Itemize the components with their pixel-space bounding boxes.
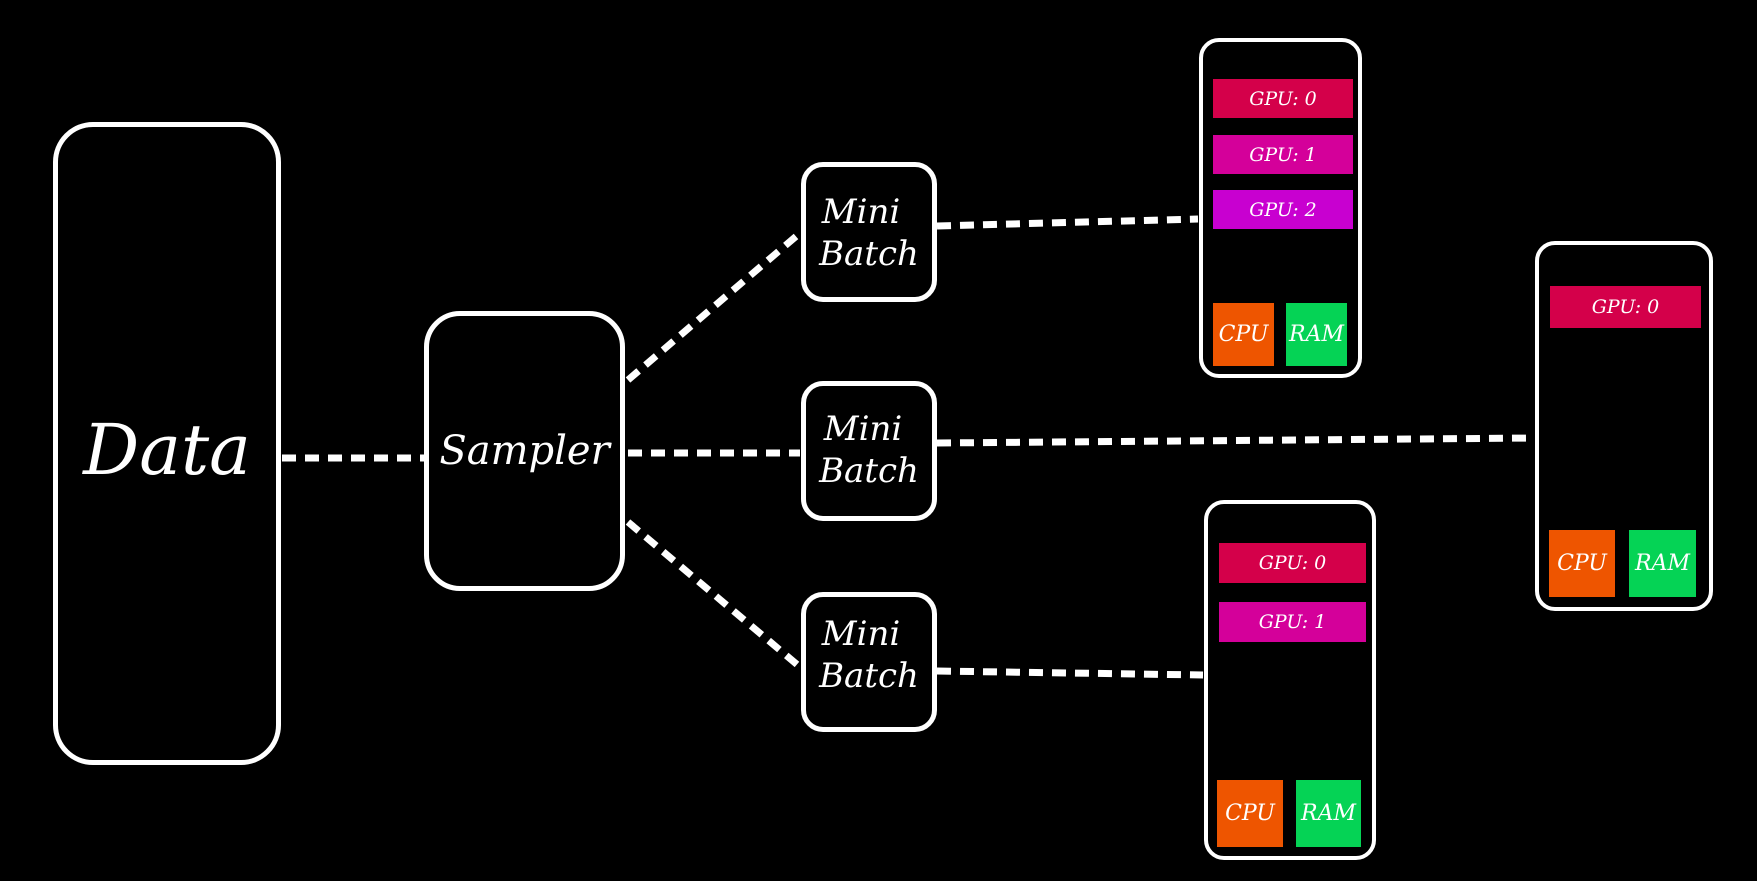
minibatch-label-top-line1: Mini: [821, 192, 901, 232]
minibatch-box-middle: [801, 381, 937, 521]
cpu-chip: CPU: [1217, 780, 1283, 847]
gpu-chip: GPU: 2: [1213, 190, 1353, 229]
minibatch-label-bottom-line1: Mini: [821, 614, 901, 654]
sampler-to-minibatch-top-connector: [625, 230, 803, 383]
minibatch-middle-to-node-right-connector: [936, 434, 1535, 447]
sampler-label: Sampler: [439, 428, 610, 474]
data-box: [53, 122, 281, 765]
minibatch-box-bottom: [801, 592, 937, 732]
sampler-box: [424, 311, 625, 591]
minibatch-box-top: [801, 162, 937, 302]
gpu-chip: GPU: 0: [1219, 543, 1366, 583]
minibatch-label-top-line2: Batch: [819, 234, 919, 274]
minibatch-label-bottom-line2: Batch: [819, 656, 919, 696]
data-label: Data: [83, 409, 251, 491]
gpu-chip: GPU: 1: [1213, 135, 1353, 174]
cpu-chip: CPU: [1213, 303, 1274, 366]
cpu-chip: CPU: [1549, 530, 1615, 597]
ram-chip: RAM: [1296, 780, 1361, 847]
minibatch-label-middle-line2: Batch: [819, 451, 919, 491]
ram-chip: RAM: [1629, 530, 1696, 597]
sampler-to-minibatch-bottom-connector: [625, 519, 803, 670]
gpu-chip: GPU: 0: [1213, 79, 1353, 118]
gpu-chip: GPU: 0: [1550, 286, 1701, 328]
gpu-chip: GPU: 1: [1219, 602, 1366, 642]
minibatch-bottom-to-node-bottom-connector: [936, 667, 1204, 679]
ram-chip: RAM: [1286, 303, 1347, 366]
minibatch-label-middle-line1: Mini: [823, 409, 903, 449]
minibatch-top-to-node-top-connector: [936, 215, 1199, 230]
